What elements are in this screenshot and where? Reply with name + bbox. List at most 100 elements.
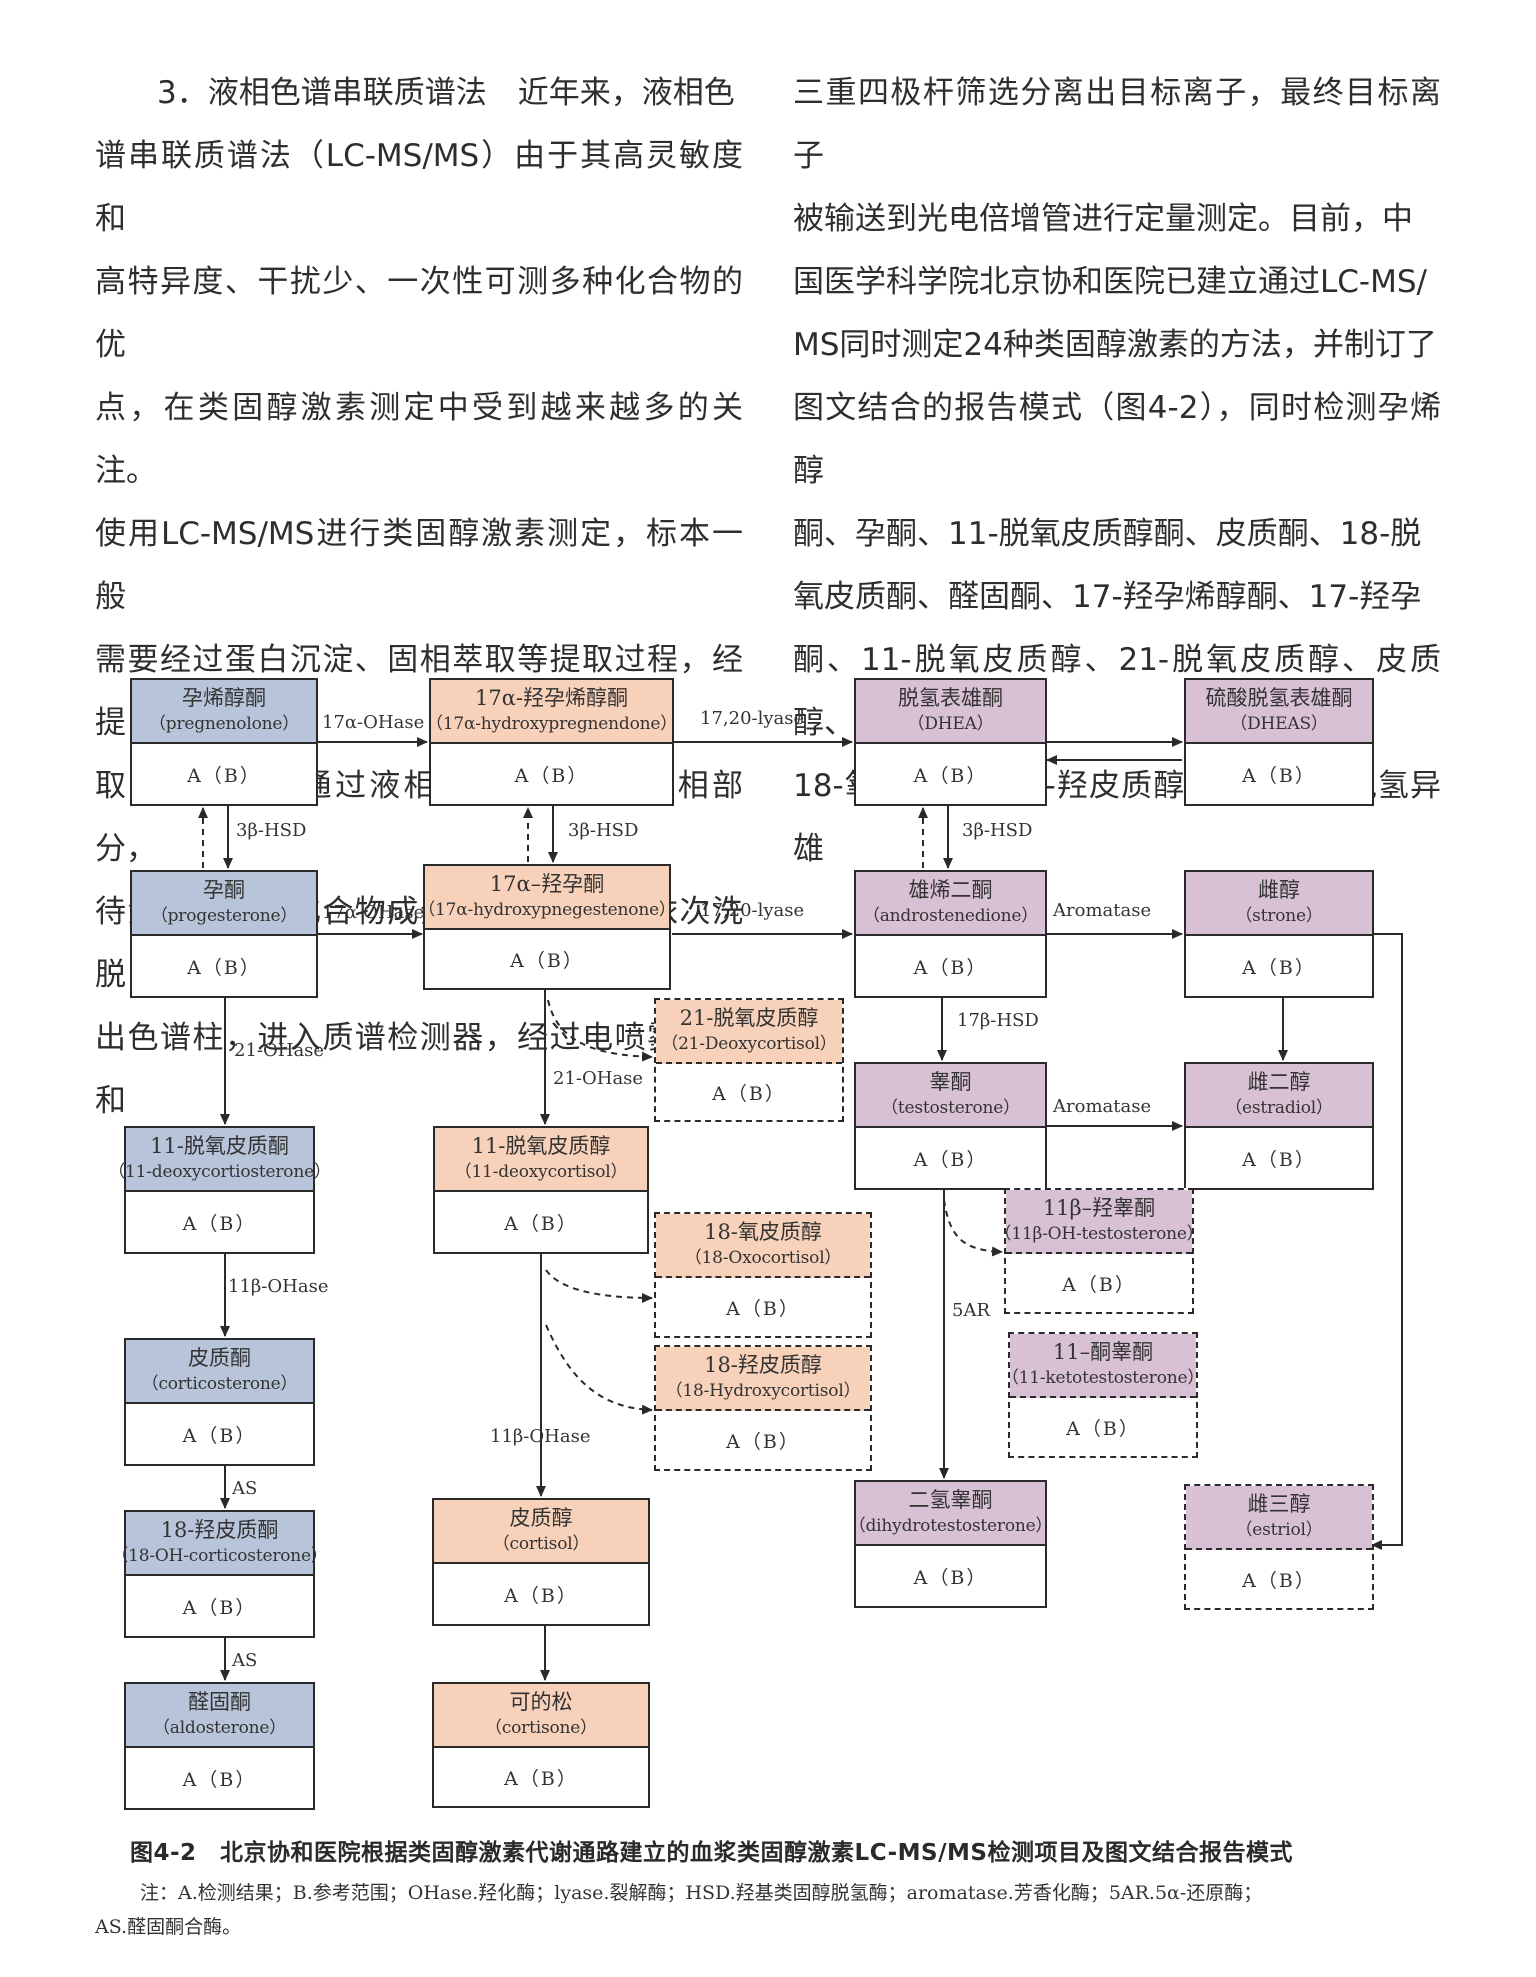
enzyme-label-ohase17a: 17α-OHase xyxy=(322,712,425,733)
compound-name-en: （18-Oxocortisol） xyxy=(684,1248,842,1268)
result-range-value: A（B） xyxy=(913,764,988,787)
enzyme-label-lyase_a: 17,20-lyase xyxy=(700,708,805,729)
box-header: 二氢睾酮（dihydrotestosterone） xyxy=(849,1482,1052,1546)
compound-name-en: （DHEAS） xyxy=(1230,714,1328,734)
left-paragraph-line: 使用LC-MS/MS进行类固醇激素测定，标本一般 xyxy=(95,516,743,615)
result-range-value: A（B） xyxy=(726,1430,800,1453)
compound-name-cn: 皮质酮 xyxy=(188,1346,251,1370)
result-range-value: A（B） xyxy=(504,1212,578,1235)
compound-name-en: （11-ketotestosterone） xyxy=(1001,1368,1205,1388)
box-estriol: 雌三醇（estriol）A（B） xyxy=(1184,1484,1374,1610)
compound-name-cn: 雌醇 xyxy=(1258,878,1300,902)
compound-name-cn: 可的松 xyxy=(509,1690,573,1714)
compound-name-en: （pregnenolone） xyxy=(148,714,300,734)
result-range-value: A（B） xyxy=(504,1584,578,1607)
compound-name-cn: 17α-羟孕烯醇酮 xyxy=(475,686,628,710)
enzyme-label-ar5: 5AR xyxy=(952,1300,991,1321)
compound-name-cn: 雌二醇 xyxy=(1247,1070,1311,1094)
box-deoxycorticosterone: 11-脱氧皮质酮（11-deoxycortiosterone）A（B） xyxy=(108,1126,331,1254)
compound-name-cn: 脱氢表雄酮 xyxy=(898,686,1003,710)
compound-name-cn: 孕酮 xyxy=(203,878,245,902)
arrow-11-deoxycortisol-to-18-hydroxycortisol xyxy=(545,1324,653,1415)
left-paragraph-line: 出色谱柱，进入质谱检测器，经过电喷雾电离和 xyxy=(95,1020,743,1119)
compound-name-cn: 11β–羟睾酮 xyxy=(1042,1196,1156,1220)
box-header: 睾酮 （testosterone） xyxy=(856,1064,1045,1128)
box-testosterone: 睾酮（testosterone）A（B） xyxy=(854,1062,1047,1190)
box-header: 硫酸脱氢表雄酮 （DHEAS） xyxy=(1186,680,1372,744)
result-range-value: A（B） xyxy=(182,1212,257,1235)
compound-name-en: （17α-hydroxypnegestenone） xyxy=(418,900,676,920)
right-paragraph-line: 图文结合的报告模式（图4-2），同时检测孕烯醇 xyxy=(793,390,1441,489)
compound-name-cn: 硫酸脱氢表雄酮 xyxy=(1205,686,1353,710)
result-range-value: A（B） xyxy=(504,1767,578,1790)
result-range-value: A（B） xyxy=(1062,1273,1136,1296)
box-header: 雄烯二酮（androstenedione） xyxy=(856,872,1045,936)
compound-name-en: （aldosterone） xyxy=(152,1718,287,1738)
compound-name-en: （18-OH-corticosterone） xyxy=(111,1546,328,1566)
enzyme-label-ohase21_b: 21-OHase xyxy=(553,1068,644,1089)
box-header: 脱氢表雄酮 （DHEA） xyxy=(856,680,1045,744)
box-pregnenolone: 孕烯醇酮 （pregnenolone） A（B） xyxy=(130,678,318,806)
result-range-value: A（B） xyxy=(712,1082,786,1105)
arrow-estrone-to-estriol xyxy=(1371,933,1403,1550)
left-paragraph-line: 3．液相色谱串联质谱法 近年来，液相色 xyxy=(157,75,735,111)
compound-name-en: （cortisol） xyxy=(492,1534,590,1554)
compound-name-cn: 18-羟皮质醇 xyxy=(704,1353,822,1377)
enzyme-label-as_b: AS xyxy=(232,1650,258,1671)
box-progesterone: 孕酮（progesterone） A（B） xyxy=(130,870,318,998)
figure-caption: 图4-2 北京协和医院根据类固醇激素代谢通路建立的血浆类固醇激素LC-MS/MS… xyxy=(130,1840,1293,1866)
compound-name-en: （DHEA） xyxy=(907,714,994,734)
box-header: 11–酮睾酮（11-ketotestosterone） xyxy=(1002,1334,1204,1398)
box-header: 孕酮（progesterone） xyxy=(132,872,316,936)
box-estrone: 雌醇（strone）A（B） xyxy=(1184,870,1374,998)
enzyme-label-ohase17b: 17α-OHase xyxy=(322,902,425,923)
box-header: 18-羟皮质醇（18-Hydroxycortisol） xyxy=(656,1347,870,1411)
box-hydroxyprogesterone: 17α–羟孕酮（17α-hydroxypnegestenone）A（B） xyxy=(418,864,676,990)
figure-note-line-1: 注：A.检测结果；B.参考范围；OHase.羟化酶；lyase.裂解酶；HSD.… xyxy=(140,1882,1263,1904)
enzyme-label-hsd3_b: 3β-HSD xyxy=(568,820,639,841)
compound-name-en: （dihydrotestosterone） xyxy=(848,1516,1053,1536)
result-range-value: A（B） xyxy=(187,764,261,787)
box-dht: 二氢睾酮（dihydrotestosterone）A（B） xyxy=(849,1480,1052,1608)
right-paragraph-line: 三重四极杆筛选分离出目标离子，最终目标离子 xyxy=(793,75,1441,174)
result-range-value: A（B） xyxy=(726,1297,800,1320)
compound-name-cn: 孕烯醇酮 xyxy=(182,686,266,710)
box-hydroxycortisol: 18-羟皮质醇（18-Hydroxycortisol） A（B） xyxy=(654,1345,872,1471)
compound-name-en: （strone） xyxy=(1235,906,1323,926)
enzyme-label-hsd17: 17β-HSD xyxy=(957,1010,1039,1031)
compound-name-en: （estradiol） xyxy=(1225,1098,1333,1118)
compound-name-cn: 18-氧皮质醇 xyxy=(704,1220,822,1244)
box-cortisone: 可的松（cortisone）A（B） xyxy=(432,1682,650,1808)
enzyme-label-lyase_b: 17,20-lyase xyxy=(700,900,805,921)
box-header: 雌二醇 （estradiol） xyxy=(1186,1064,1372,1128)
box-header: 18-羟皮质酮 （18-OH-corticosterone） xyxy=(111,1512,328,1576)
box-corticosterone: 皮质酮 （corticosterone） A（B） xyxy=(124,1338,315,1466)
box-estradiol: 雌二醇（estradiol）A（B） xyxy=(1184,1062,1374,1190)
compound-name-cn: 18-羟皮质酮 xyxy=(160,1518,279,1542)
box-ohtestosterone: 11β–羟睾酮 （11β-OH-testosterone） A（B） xyxy=(994,1188,1204,1314)
box-hydroxypregnenolone: 17α-羟孕烯醇酮（17α-hydroxypregnendone）A（B） xyxy=(426,678,677,806)
left-paragraph-line: 需要经过蛋白沉淀、固相萃取等提取过程，经提 xyxy=(95,642,743,741)
right-paragraph-line: 酮、孕酮、11-脱氧皮质醇酮、皮质酮、18-脱 xyxy=(793,516,1422,552)
box-header: 18-氧皮质醇 （18-Oxocortisol） xyxy=(656,1214,870,1278)
compound-name-cn: 17α–羟孕酮 xyxy=(489,872,605,896)
arrow-17oh-progesterone-to-21-deoxycortisol xyxy=(547,999,653,1062)
compound-name-en: （testosterone） xyxy=(881,1098,1020,1118)
box-header: 雌醇 （strone） xyxy=(1186,872,1372,936)
compound-name-en: （11β-OH-testosterone） xyxy=(994,1224,1204,1244)
box-cortisol: 皮质醇（cortisol）A（B） xyxy=(432,1498,650,1626)
compound-name-cn: 睾酮 xyxy=(929,1070,972,1094)
result-range-value: A（B） xyxy=(913,956,988,979)
result-range-value: A（B） xyxy=(182,1768,257,1791)
result-range-value: A（B） xyxy=(187,956,261,979)
box-deoxycortisol21: 21-脱氧皮质醇（21-Deoxycortisol）A（B） xyxy=(654,998,844,1122)
box-header: 雌三醇（estriol） xyxy=(1186,1486,1372,1550)
compound-name-en: （androstenedione） xyxy=(862,906,1039,926)
result-range-value: A（B） xyxy=(182,1424,257,1447)
compound-name-en: （21-Deoxycortisol） xyxy=(661,1034,837,1054)
enzyme-label-ohase21_a: 21-OHase xyxy=(234,1040,325,1061)
compound-name-cn: 11-脱氧皮质醇 xyxy=(471,1134,611,1158)
compound-name-en: （corticosterone） xyxy=(141,1374,298,1394)
